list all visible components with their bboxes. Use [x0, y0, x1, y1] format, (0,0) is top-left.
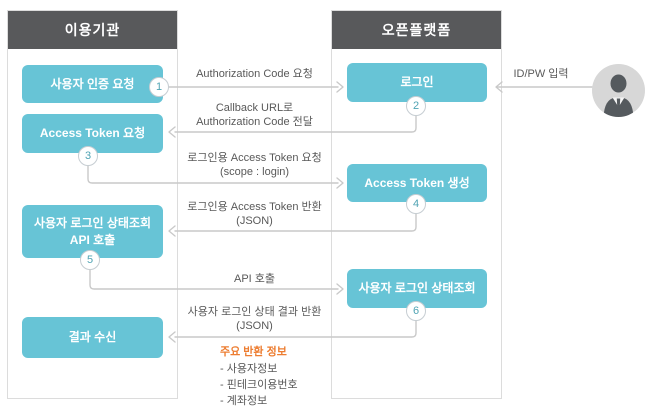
arrowhead-left-icon — [495, 81, 503, 93]
step-badge-5: 5 — [80, 250, 100, 270]
step-badge-3: 3 — [78, 146, 98, 166]
arrowhead-left-icon — [168, 331, 176, 343]
arrowhead-left-icon — [168, 126, 176, 138]
return-info-item: - 사용자정보 — [220, 363, 278, 375]
node-result-receive: 결과 수신 — [22, 317, 163, 358]
arrowhead-right-icon — [336, 177, 344, 189]
right-panel-title: 오픈플랫폼 — [332, 11, 501, 49]
step-badge-6: 6 — [406, 301, 426, 321]
step-badge-2: 2 — [406, 96, 426, 116]
node-login: 로그인 — [347, 63, 487, 102]
return-info-item: - 계좌정보 — [220, 395, 268, 407]
flow-label-login-token-return: 로그인용 Access Token 반환 (JSON) — [187, 201, 322, 227]
flow-label-api-call: API 호출 — [233, 273, 276, 285]
flow-label-idpw-input: ID/PW 입력 — [513, 68, 569, 80]
step-badge-4: 4 — [406, 194, 426, 214]
user-avatar-icon — [592, 64, 645, 117]
flow-label-login-state-result: 사용자 로그인 상태 결과 반환 (JSON) — [187, 306, 322, 332]
arrow-callback-url — [174, 115, 417, 133]
arrow-api-call — [89, 269, 339, 290]
arrowhead-right-icon — [336, 81, 344, 93]
left-panel-title: 이용기관 — [8, 11, 177, 49]
return-info-block: 주요 반환 정보 - 사용자정보 - 핀테크이용번호 - 계좌정보 — [220, 344, 298, 409]
flow-label-login-token-request: 로그인용 Access Token 요청 (scope : login) — [187, 152, 322, 178]
step-badge-1: 1 — [149, 77, 169, 97]
arrow-result-return — [174, 320, 417, 338]
arrowhead-left-icon — [168, 225, 176, 237]
arrow-token-return — [174, 213, 417, 232]
flow-label-callback-url: Callback URL로 Authorization Code 전달 — [196, 102, 313, 128]
node-user-auth-request: 사용자 인증 요청 — [22, 65, 163, 103]
arrowhead-right-icon — [336, 283, 344, 295]
node-login-state-api-call: 사용자 로그인 상태조회 API 호출 — [22, 205, 163, 258]
arrow-token-request — [87, 165, 339, 184]
flow-label-authorization-code-request: Authorization Code 요청 — [196, 68, 313, 80]
return-info-title: 주요 반환 정보 — [220, 346, 287, 358]
return-info-item: - 핀테크이용번호 — [220, 379, 298, 391]
